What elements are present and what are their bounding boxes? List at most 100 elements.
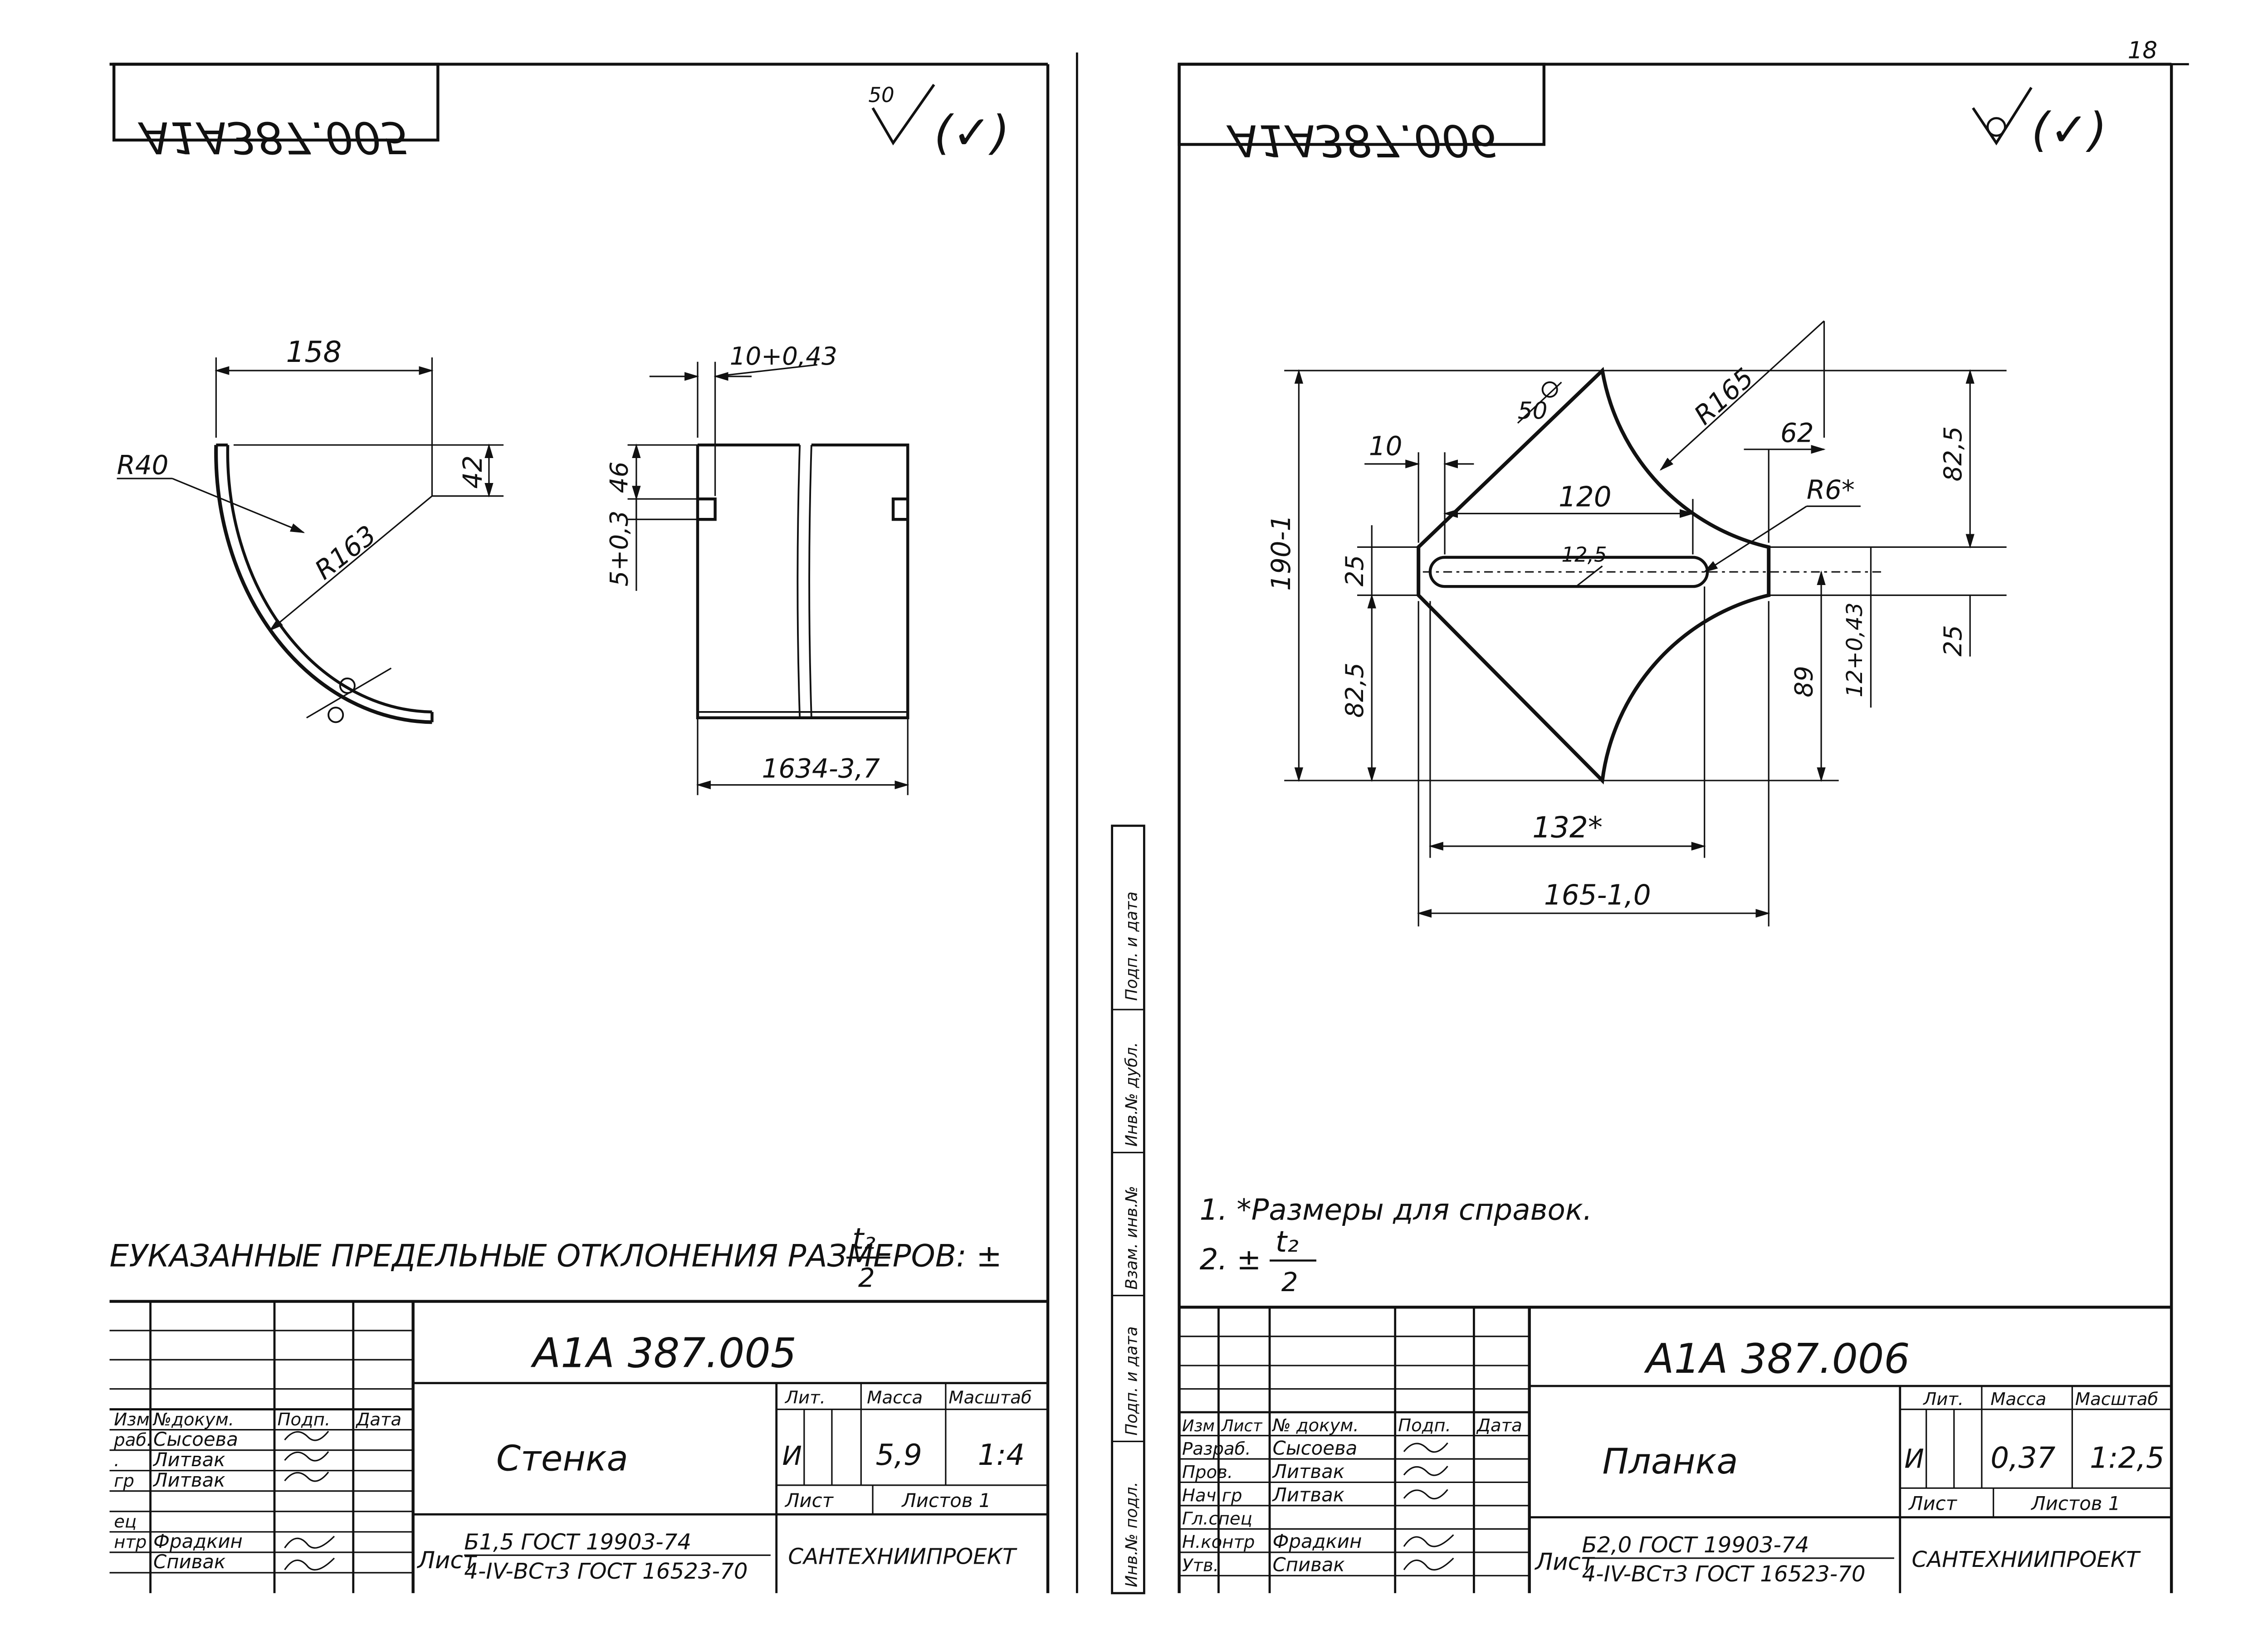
- dim-42: 42: [457, 455, 488, 489]
- right-row-6-role: Утв.: [1182, 1556, 1219, 1576]
- left-row-4-role: ец: [114, 1512, 137, 1532]
- left-row-3-name: Литвак: [152, 1469, 225, 1491]
- dim-89: 89: [1789, 666, 1818, 697]
- left-title-block: Изм №докум. Подп. Дата раб. Сысоева . Ли…: [109, 1300, 1048, 1593]
- left-title-code: А1А 387.005: [530, 1329, 797, 1377]
- left-note-frac-bottom: 2: [858, 1262, 875, 1293]
- wall-arc-view: 158 42 R40 R163: [117, 335, 504, 724]
- left-roughness-value: 50: [868, 83, 894, 107]
- left-row-2-name: Литвак: [152, 1449, 225, 1471]
- dim-r6: R6*: [1807, 474, 1855, 505]
- dim-46: 46: [605, 462, 634, 493]
- right-title-code: А1А 387.006: [1644, 1335, 1910, 1383]
- left-row-6-name: Спивак: [153, 1551, 225, 1573]
- left-row-0-role: Изм: [114, 1410, 150, 1430]
- left-material-bottom: 4-IV-ВСт3 ГОСТ 16523-70: [464, 1559, 748, 1584]
- note-2: 2. ±: [1200, 1243, 1261, 1277]
- dim-12-5: 12,5: [1561, 543, 1607, 567]
- right-material-bottom: 4-IV-ВСт3 ГОСТ 16523-70: [1582, 1561, 1865, 1587]
- dim-r40: R40: [117, 450, 169, 481]
- right-row-1-name: Сысоева: [1272, 1437, 1357, 1459]
- right-row-2-name: Литвак: [1271, 1460, 1344, 1483]
- side-label-4: Инв.№ подл.: [1122, 1482, 1141, 1587]
- left-row-2-role: .: [114, 1450, 119, 1471]
- dim-r163: R163: [309, 519, 382, 585]
- dim-132: 132*: [1532, 811, 1603, 845]
- right-row-0-role: Изм: [1182, 1417, 1215, 1435]
- dim-r165: R165: [1688, 362, 1760, 430]
- left-sheet-label: Лист: [784, 1489, 834, 1512]
- dim-158: 158: [286, 335, 342, 369]
- right-lit: И: [1904, 1443, 1924, 1474]
- right-row-3-name: Литвак: [1271, 1483, 1344, 1506]
- right-title-name: Планка: [1602, 1441, 1738, 1482]
- right-material-top: Б2,0 ГОСТ 19903-74: [1582, 1532, 1809, 1558]
- wall-side-view: 10+0,43 46 5+0,3 1634-3,7: [605, 341, 909, 795]
- left-lit: И: [782, 1440, 802, 1471]
- dim-50: 50: [1518, 397, 1548, 424]
- dim-82-5b: 82,5: [1938, 426, 1967, 482]
- left-row-1-name: Сысоева: [153, 1428, 238, 1450]
- right-note-frac-top: t₂: [1276, 1225, 1299, 1259]
- right-note-frac-bottom: 2: [1281, 1267, 1298, 1297]
- right-sheets-count: Листов 1: [2030, 1493, 2120, 1515]
- note-1: 1. *Размеры для справок.: [1200, 1193, 1593, 1227]
- right-sheet: А1А387.006 (✓) Подп. и дата Инв.№ дубл. …: [1111, 63, 2173, 1595]
- left-hdr-lit: Лит.: [784, 1388, 826, 1408]
- right-mirrored-code: А1А387.006: [1226, 115, 1497, 166]
- dim-165: 165-1,0: [1544, 879, 1651, 912]
- side-label-2: Взам. инв.№: [1122, 1186, 1141, 1290]
- left-row-0-name: №докум.: [152, 1410, 234, 1430]
- dim-25a: 25: [1340, 555, 1369, 587]
- left-sheet: А1А387.005 50 (✓) 158 42 R40: [109, 52, 1078, 1593]
- left-scale: 1:4: [978, 1438, 1025, 1472]
- left-material-top: Б1,5 ГОСТ 19903-74: [464, 1529, 691, 1555]
- right-row-1-role: Разраб.: [1182, 1439, 1251, 1459]
- plank-view: 190-1 25 82,5 10 120 50: [1266, 320, 2007, 927]
- right-mass: 0,37: [1990, 1441, 2055, 1475]
- right-row-0-sub: Лист: [1221, 1417, 1263, 1435]
- left-org: САНТЕХНИИПРОЕКТ: [788, 1544, 1017, 1570]
- right-hdr-mass: Масса: [1990, 1389, 2046, 1410]
- dim-120: 120: [1559, 481, 1612, 513]
- right-title-block: Изм Лист № докум. Подп. Дата Разраб. Сыс…: [1179, 1306, 2172, 1593]
- side-label-0: Подп. и дата: [1122, 892, 1141, 1001]
- left-row-0-date: Дата: [355, 1410, 401, 1430]
- right-scale: 1:2,5: [2090, 1441, 2165, 1475]
- left-hdr-mass: Масса: [867, 1388, 923, 1408]
- right-row-2-role: Пров.: [1182, 1462, 1233, 1483]
- dim-5: 5+0,3: [605, 511, 634, 587]
- dim-82-5a: 82,5: [1340, 663, 1369, 718]
- left-row-5-name: Фрадкин: [153, 1530, 243, 1552]
- left-hdr-scale: Масштаб: [948, 1388, 1031, 1408]
- left-row-1-role: раб.: [113, 1430, 152, 1450]
- right-row-0-sign: Подп.: [1398, 1415, 1451, 1436]
- right-hdr-lit: Лит.: [1922, 1389, 1964, 1410]
- dim-12: 12+0,43: [1842, 602, 1867, 697]
- left-material-label: Лист: [416, 1547, 477, 1574]
- left-title-name: Стенка: [496, 1439, 628, 1479]
- side-label-3: Подп. и дата: [1122, 1327, 1141, 1436]
- right-row-5-name: Фрадкин: [1272, 1530, 1362, 1552]
- dim-10: 10+0,43: [730, 341, 837, 371]
- dim-62: 62: [1780, 418, 1814, 449]
- left-tolerance-note: ЕУКАЗАННЫЕ ПРЕДЕЛЬНЫЕ ОТКЛОНЕНИЯ РАЗМЕРО…: [110, 1238, 1002, 1273]
- side-label-strip: Подп. и дата Инв.№ дубл. Взам. инв.№ Под…: [1111, 824, 1145, 1595]
- side-label-1: Инв.№ дубл.: [1122, 1042, 1141, 1147]
- right-org: САНТЕХНИИПРОЕКТ: [1911, 1547, 2141, 1572]
- left-note-frac-top: t₂: [852, 1222, 875, 1256]
- left-sheets-count: Листов 1: [901, 1489, 991, 1512]
- dim-1634: 1634-3,7: [762, 753, 880, 784]
- right-row-0-date: Дата: [1476, 1415, 1522, 1436]
- right-material-label: Лист: [1535, 1548, 1595, 1575]
- dim-190: 190-1: [1266, 515, 1296, 591]
- left-mirrored-code: А1А387.005: [137, 112, 409, 163]
- right-roughness-symbol: (✓): [2031, 103, 2107, 157]
- right-row-3-role: Нач.гр: [1182, 1485, 1242, 1506]
- right-row-6-name: Спивак: [1272, 1554, 1344, 1576]
- dim-10r: 10: [1369, 431, 1403, 462]
- right-hdr-scale: Масштаб: [2075, 1389, 2158, 1410]
- right-row-5-role: Н.контр: [1182, 1532, 1255, 1552]
- left-row-0-sign: Подп.: [277, 1410, 330, 1430]
